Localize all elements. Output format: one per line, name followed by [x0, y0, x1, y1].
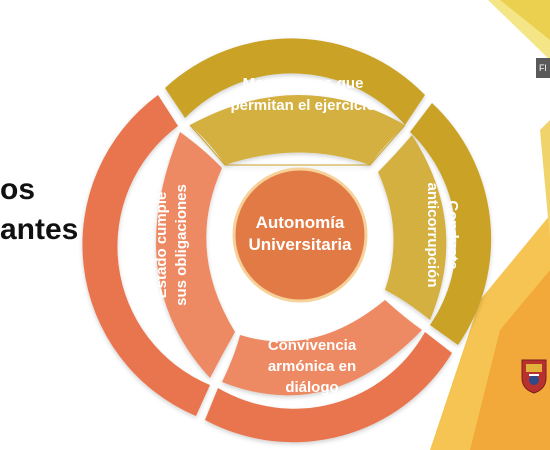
center-line1: Autonomía	[256, 213, 345, 232]
left-line1: Estado cumple	[153, 192, 170, 299]
center-line2: Universitaria	[249, 235, 353, 254]
university-crest-icon	[521, 359, 547, 394]
segment-right-inner	[378, 135, 447, 320]
bottom-line3: diálogo	[285, 379, 338, 396]
top-line1: Mecanismos que	[243, 75, 364, 92]
segment-bottom-outer	[205, 332, 452, 443]
left-line2: sus obligaciones	[173, 184, 190, 306]
segment-left-inner	[156, 132, 235, 378]
bottom-line2: armónica en	[268, 358, 356, 375]
top-line2: permitan el ejercicio	[230, 97, 375, 114]
left-title-line2: antes	[0, 213, 79, 246]
segment-top-inner	[190, 95, 405, 165]
right-line2: anticorrupción	[424, 182, 441, 287]
bottom-line1: Convivencia	[268, 337, 357, 354]
center-circle	[232, 167, 368, 303]
left-title-line1: os	[0, 173, 36, 206]
segment-right-outer	[410, 103, 492, 345]
segment-bottom-inner	[222, 300, 422, 396]
segment-top-outer	[165, 38, 425, 126]
segment-left-outer	[82, 95, 210, 416]
right-line1: Conducta	[444, 200, 461, 270]
corner-tag: Fl	[536, 58, 550, 78]
